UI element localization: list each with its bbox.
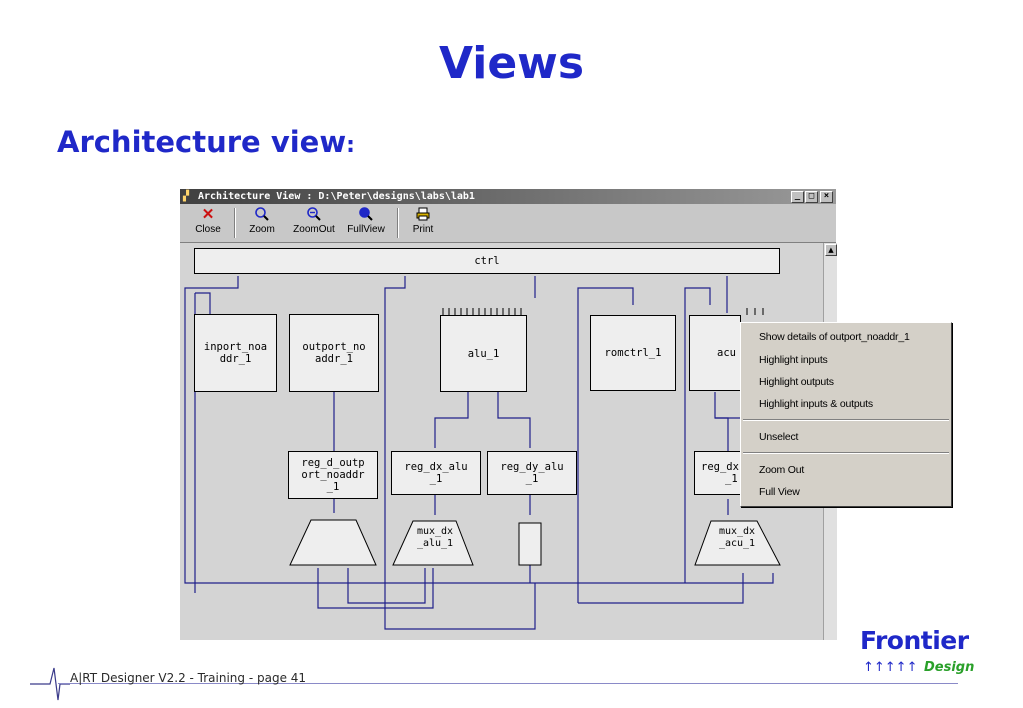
menu-separator bbox=[743, 419, 949, 421]
menu-item-highlight-outputs[interactable]: Highlight outputs bbox=[759, 376, 834, 388]
block-outport-noaddr[interactable]: outport_no addr_1 bbox=[289, 314, 379, 392]
full-view-label: FullView bbox=[347, 224, 385, 235]
block-reg-d-outport[interactable]: reg_d_outp ort_noaddr _1 bbox=[288, 451, 378, 499]
menu-item-zoom-out[interactable]: Zoom Out bbox=[759, 464, 805, 476]
window-titlebar[interactable]: ▞ Architecture View : D:\Peter\designs\l… bbox=[180, 189, 836, 204]
maximize-button[interactable]: □ bbox=[805, 191, 818, 203]
menu-item-highlight-inputs-outputs[interactable]: Highlight inputs & outputs bbox=[759, 398, 873, 410]
zoom-out-button[interactable]: ZoomOut bbox=[288, 206, 340, 240]
menu-item-highlight-inputs[interactable]: Highlight inputs bbox=[759, 354, 828, 366]
mux-dx-acu-label: mux_dx _acu_1 bbox=[718, 526, 756, 549]
block-reg-dy-alu[interactable]: reg_dy_alu _1 bbox=[487, 451, 577, 495]
block-reg-dx-alu[interactable]: reg_dx_alu _1 bbox=[391, 451, 481, 495]
print-label: Print bbox=[412, 224, 434, 235]
slide-subtitle: Architecture view: bbox=[57, 125, 355, 159]
block-reg-dx-acu[interactable]: reg_dx _1 bbox=[694, 451, 741, 495]
logo-arrows: ↑↑↑↑↑ bbox=[863, 660, 918, 675]
frontier-design-logo: Frontier ↑↑↑↑↑ Design bbox=[853, 626, 993, 686]
footer-text: A|RT Designer V2.2 - Training - page 41 bbox=[70, 671, 307, 685]
zoom-icon bbox=[242, 206, 282, 224]
slide-title: Views bbox=[438, 38, 585, 89]
logo-word-design: Design bbox=[924, 660, 975, 675]
block-acu[interactable]: acu bbox=[689, 315, 741, 391]
close-button[interactable]: ✕ Close bbox=[190, 206, 226, 240]
app-icon: ▞ bbox=[183, 191, 190, 202]
block-alu[interactable]: alu_1 bbox=[440, 315, 527, 392]
footer-pulse-line bbox=[30, 667, 70, 701]
minimize-button[interactable]: _ bbox=[791, 191, 804, 203]
full-view-icon bbox=[343, 206, 389, 224]
mux-dx-alu-label: mux_dx _alu_1 bbox=[416, 526, 454, 549]
toolbar: ✕ Close Zoom ZoomOut FullView bbox=[180, 204, 836, 243]
window-title: Architecture View : D:\Peter\designs\lab… bbox=[198, 191, 475, 202]
logo-word-frontier: Frontier bbox=[860, 626, 969, 655]
mux-dx-alu[interactable] bbox=[392, 520, 474, 566]
wire-layer bbox=[184, 276, 781, 630]
menu-item-unselect[interactable]: Unselect bbox=[759, 431, 799, 443]
menu-item-show-details[interactable]: Show details of outport_noaddr_1 bbox=[759, 331, 910, 343]
block-inport-noaddr[interactable]: inport_noa ddr_1 bbox=[194, 314, 277, 392]
zoom-out-icon bbox=[288, 206, 340, 224]
reg-dx-acu-suffix: _1 bbox=[725, 473, 738, 485]
zoom-out-label: ZoomOut bbox=[293, 224, 335, 235]
mux-dy-alu[interactable] bbox=[518, 522, 542, 566]
mux-dx-acu[interactable] bbox=[694, 520, 781, 566]
close-icon: ✕ bbox=[201, 206, 215, 223]
zoom-label: Zoom bbox=[249, 224, 275, 235]
toolbar-separator bbox=[234, 208, 236, 238]
close-label: Close bbox=[195, 224, 221, 235]
menu-separator bbox=[743, 452, 949, 454]
block-romctrl[interactable]: romctrl_1 bbox=[590, 315, 676, 391]
zoom-button[interactable]: Zoom bbox=[242, 206, 282, 240]
print-icon bbox=[406, 206, 440, 224]
reg-dx-acu-label: reg_dx bbox=[701, 461, 739, 473]
diagram-canvas[interactable]: ctrl inport_noa ddr_1 outport_no addr_1 … bbox=[180, 243, 823, 640]
full-view-button[interactable]: FullView bbox=[343, 206, 389, 240]
toolbar-separator bbox=[397, 208, 399, 238]
architecture-view-window: ▞ Architecture View : D:\Peter\designs\l… bbox=[180, 189, 837, 640]
print-button[interactable]: Print bbox=[406, 206, 440, 240]
block-ctrl[interactable]: ctrl bbox=[194, 248, 780, 274]
close-window-button[interactable]: × bbox=[820, 191, 833, 203]
menu-item-full-view[interactable]: Full View bbox=[759, 486, 800, 498]
scroll-up-icon[interactable]: ▲ bbox=[825, 244, 837, 256]
context-menu: Show details of outport_noaddr_1 Highlig… bbox=[740, 322, 952, 507]
mux-outport[interactable] bbox=[289, 519, 377, 566]
footer-rule bbox=[58, 683, 958, 684]
